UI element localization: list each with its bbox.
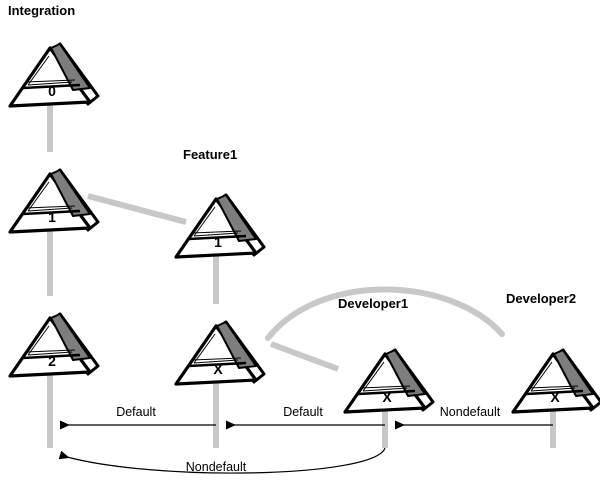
node-feature1-1[interactable]: 1 [174, 193, 266, 259]
node-title-developer1: Developer1 [338, 296, 408, 311]
connector-feature1-x-to-developer2-arc [265, 286, 505, 341]
node-title-feature1: Feature1 [183, 147, 237, 162]
node-integration-0[interactable]: 0 [8, 42, 100, 108]
flow-label-default-1: Default [116, 405, 156, 419]
connector-feature1-x-to-developer1 [269, 341, 340, 372]
node-titles: Integration Feature1 Developer1 Develope… [8, 3, 576, 311]
node-integration-2[interactable]: 2 [8, 312, 100, 378]
flow-arrow-developer1-to-integration [58, 447, 386, 474]
node-badge: 1 [48, 209, 56, 225]
node-developer1-x[interactable]: X [343, 348, 435, 414]
flow-arrows [58, 420, 553, 474]
flow-label-nondefault-2: Nondefault [186, 460, 247, 474]
node-feature1-x[interactable]: X [174, 320, 266, 386]
connector-integration-1-to-feature1 [87, 193, 187, 225]
node-title-developer2: Developer2 [506, 291, 576, 306]
node-developer2-x[interactable]: X [511, 348, 600, 414]
node-badge: X [213, 361, 223, 377]
node-badge: 2 [48, 353, 56, 369]
node-badge: X [550, 389, 560, 405]
flow-labels: Default Default Nondefault Nondefault [116, 405, 501, 474]
node-badge: X [382, 389, 392, 405]
node-badge: 0 [48, 83, 56, 99]
node-badge: 1 [214, 234, 222, 250]
flow-label-default-2: Default [283, 405, 323, 419]
flow-label-nondefault-1: Nondefault [440, 405, 501, 419]
node-title-integration: Integration [8, 3, 75, 18]
connector-lines [47, 80, 556, 448]
node-integration-1[interactable]: 1 [8, 168, 100, 234]
